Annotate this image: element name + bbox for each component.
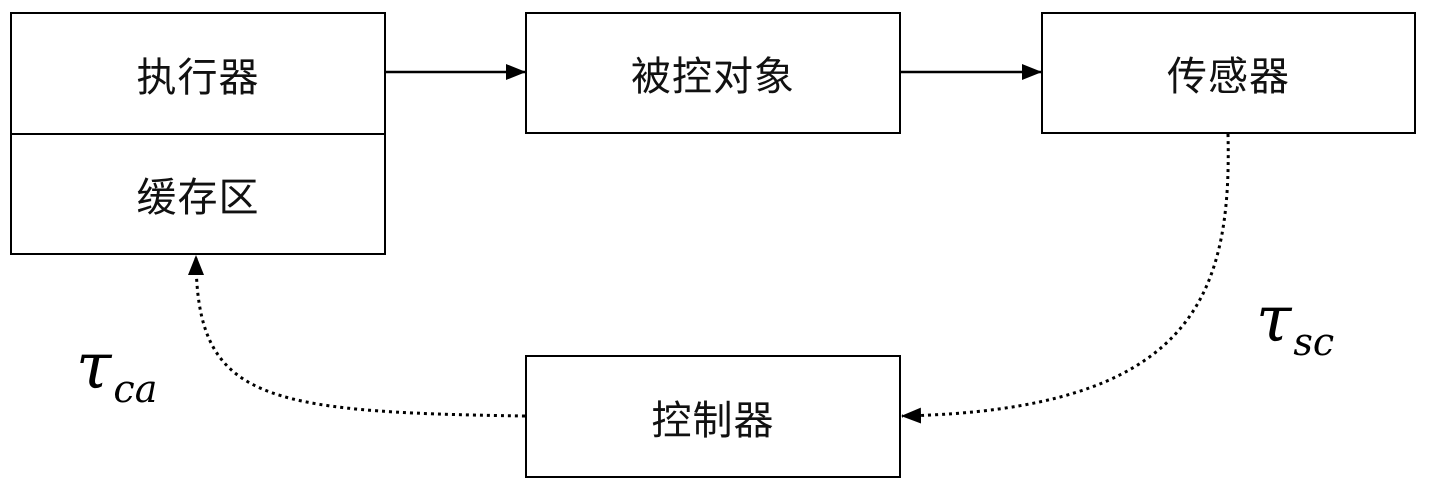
tau-symbol-ca: τ <box>76 330 111 404</box>
sensor-block: 传感器 <box>1041 12 1416 134</box>
tau-subscript-sc: sc <box>1293 320 1334 364</box>
sensor-label: 传感器 <box>1167 44 1290 102</box>
delay-label-sc: τsc <box>1256 288 1334 352</box>
controller-block: 控制器 <box>525 355 901 478</box>
buffer-label: 缓存区 <box>12 135 384 253</box>
actuator-buffer-block: 执行器 缓存区 <box>10 12 386 255</box>
arrow-sensor-to-controller <box>902 134 1228 416</box>
controller-label: 控制器 <box>652 388 775 446</box>
arrow-controller-to-buffer <box>196 256 525 416</box>
tau-symbol-sc: τ <box>1256 283 1291 357</box>
plant-block: 被控对象 <box>525 12 901 134</box>
actuator-label: 执行器 <box>12 14 384 135</box>
plant-label: 被控对象 <box>631 44 795 102</box>
delay-label-ca: τca <box>76 335 157 399</box>
tau-subscript-ca: ca <box>113 367 157 411</box>
